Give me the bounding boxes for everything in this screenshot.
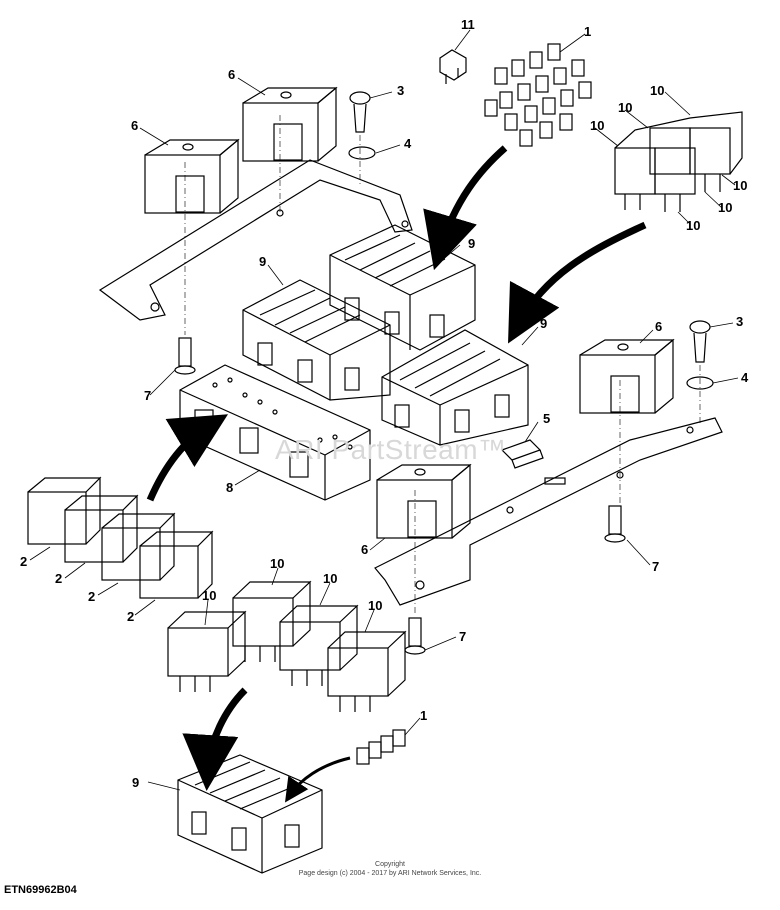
centerlines <box>184 115 701 615</box>
copyright-notice: Copyright Page design (c) 2004 - 2017 by… <box>250 860 530 878</box>
stud-7c <box>404 617 426 655</box>
callout-6: 6 <box>131 118 138 133</box>
fuse-block-9d <box>177 754 323 874</box>
callout-10: 10 <box>686 218 700 233</box>
micro-relay-10-a <box>167 610 247 692</box>
callout-11: 11 <box>461 17 475 32</box>
bracket-hole <box>686 426 694 434</box>
callout-3: 3 <box>397 83 404 98</box>
micro-relay-cluster-10-upper <box>614 111 743 212</box>
copyright-line-1: Copyright <box>375 861 405 868</box>
screw-3a <box>349 91 371 133</box>
watermark: ARI PartStream™ <box>275 434 507 465</box>
callout-2: 2 <box>20 554 27 569</box>
callout-9: 9 <box>132 775 139 790</box>
relay-2a <box>27 476 102 545</box>
relay-mount-6c <box>579 338 675 414</box>
copyright-line-2: Page design (c) 2004 - 2017 by ARI Netwo… <box>298 870 482 877</box>
upper-bracket <box>98 159 413 321</box>
leader-lines <box>29 29 739 791</box>
bracket-slot <box>544 477 566 485</box>
assembly-arrow <box>285 756 351 803</box>
assembly-arrow <box>182 687 248 791</box>
callout-10: 10 <box>590 118 604 133</box>
relay-mount-6d <box>376 463 472 539</box>
washer-4a <box>348 146 376 160</box>
callout-2: 2 <box>127 609 134 624</box>
relay-mount-6a <box>144 138 240 214</box>
callout-1: 1 <box>420 708 427 723</box>
callout-9: 9 <box>259 254 266 269</box>
fuse-cluster-1b <box>356 729 406 765</box>
callout-10: 10 <box>718 200 732 215</box>
callout-10: 10 <box>368 598 382 613</box>
callout-7: 7 <box>459 629 466 644</box>
fuse-block-9c <box>381 329 529 446</box>
callout-6: 6 <box>228 67 235 82</box>
lower-bracket <box>374 417 723 606</box>
assembly-arrow <box>146 414 229 502</box>
callout-9: 9 <box>468 236 475 251</box>
screw-3b <box>689 320 711 363</box>
callout-10: 10 <box>733 178 747 193</box>
relay-block-8 <box>179 364 371 501</box>
bracket-hole <box>401 220 409 228</box>
fuse-block-9a <box>329 224 476 351</box>
callout-10: 10 <box>202 588 216 603</box>
callout-9: 9 <box>540 316 547 331</box>
callout-6: 6 <box>655 319 662 334</box>
relay-2d <box>139 530 214 599</box>
clip-5 <box>500 439 544 469</box>
callout-6: 6 <box>361 542 368 557</box>
callout-1: 1 <box>584 24 591 39</box>
micro-relay-10-d <box>327 630 407 712</box>
callout-7: 7 <box>144 388 151 403</box>
maxi-fuse-11 <box>439 49 467 84</box>
callout-10: 10 <box>270 556 284 571</box>
callout-10: 10 <box>650 83 664 98</box>
callout-2: 2 <box>55 571 62 586</box>
callout-10: 10 <box>323 571 337 586</box>
bracket-hole <box>506 506 514 514</box>
figure-id: ETN69962B04 <box>4 884 77 896</box>
bracket-hole <box>150 302 160 312</box>
callout-3: 3 <box>736 314 743 329</box>
stud-7a <box>174 337 196 375</box>
stud-7b <box>604 505 626 543</box>
callout-4: 4 <box>404 136 412 151</box>
relay-mount-6b <box>242 86 338 162</box>
relay-2c <box>101 512 176 581</box>
assembly-arrow <box>423 145 508 271</box>
callout-10: 10 <box>618 100 632 115</box>
callout-8: 8 <box>226 480 233 495</box>
callout-7: 7 <box>652 559 659 574</box>
callout-4: 4 <box>741 370 749 385</box>
assembly-arrow <box>508 221 647 344</box>
callout-5: 5 <box>543 411 550 426</box>
fuse-block-9b <box>242 279 391 401</box>
bracket-hole <box>415 580 425 590</box>
micro-relay-10-c <box>279 604 359 686</box>
fuse-cluster-1a <box>484 43 592 147</box>
callout-2: 2 <box>88 589 95 604</box>
relay-2b <box>64 494 139 563</box>
callout-labels: 1 11 6 6 3 4 10 10 10 10 10 10 9 9 9 6 3… <box>20 17 749 790</box>
